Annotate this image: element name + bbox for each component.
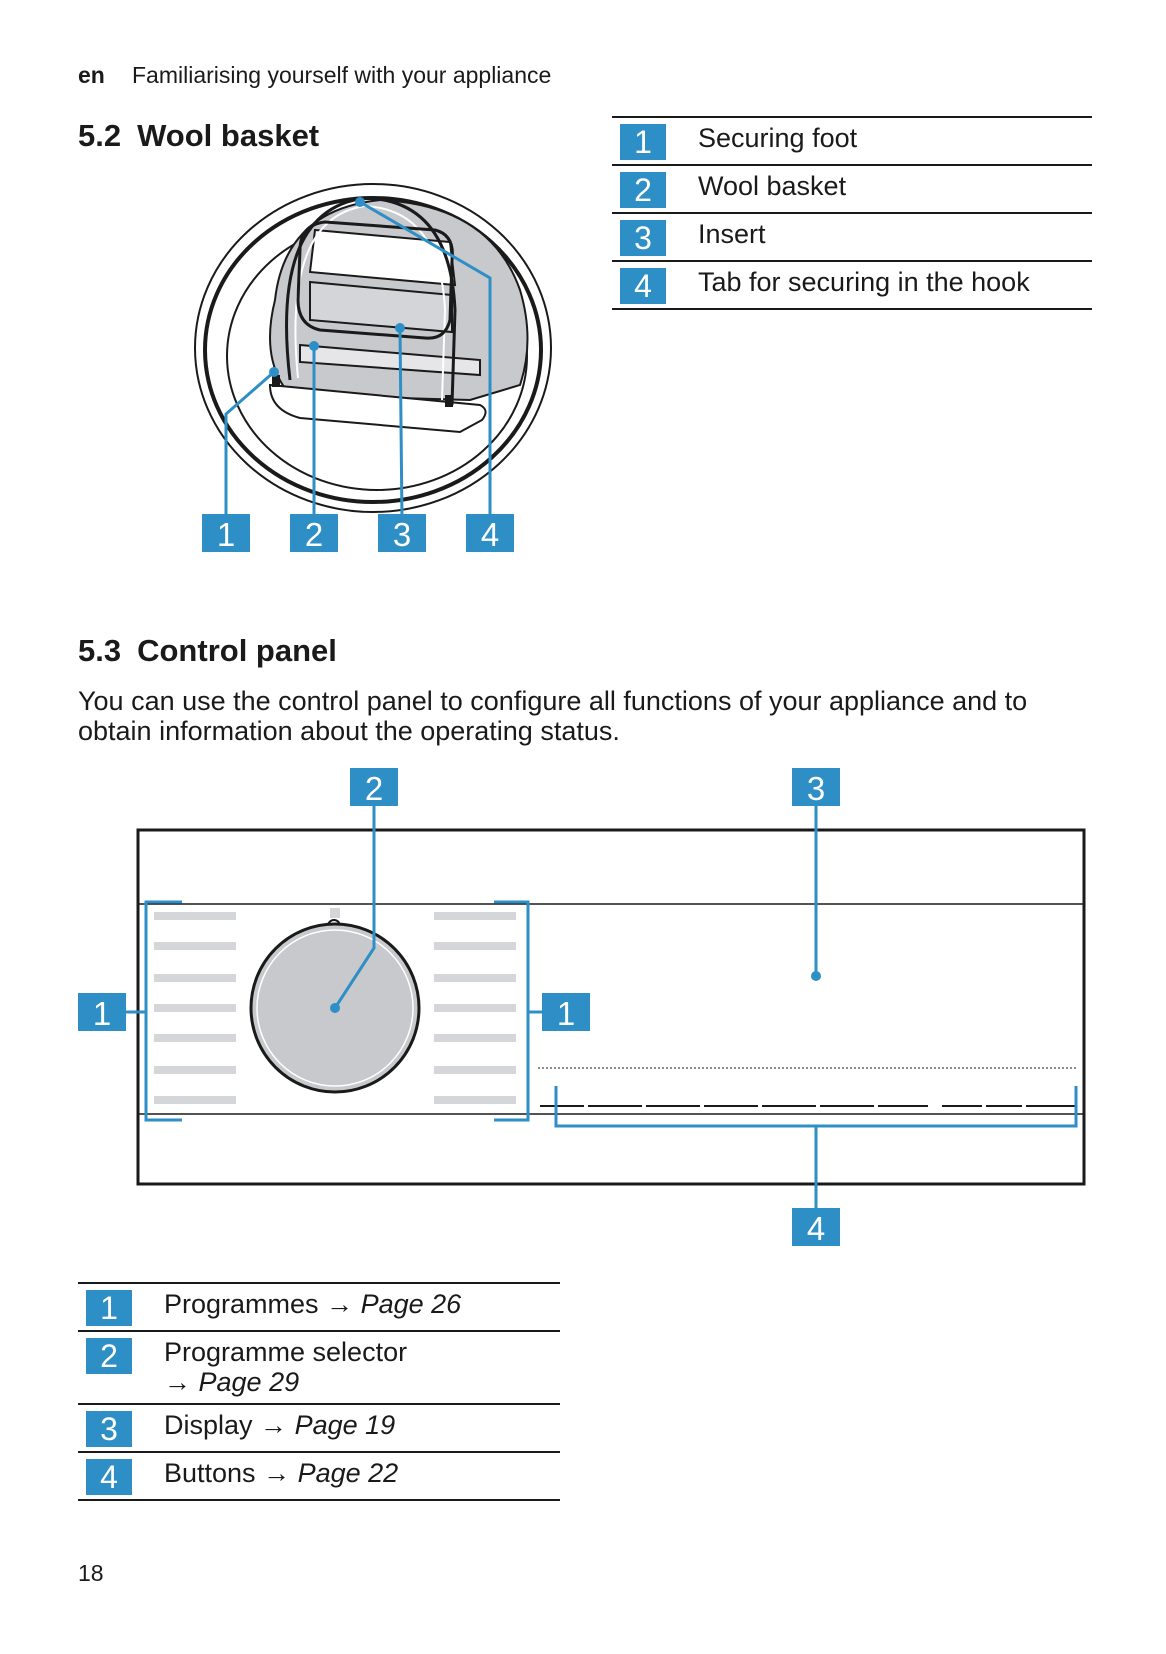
legend-row: 2 Programme selector → Page 29: [78, 1331, 560, 1405]
legend-row: 4 Buttons → Page 22: [78, 1452, 560, 1501]
control-panel-intro: You can use the control panel to configu…: [78, 686, 1028, 746]
legend-number-badge: 4: [86, 1459, 132, 1495]
control-callout-selector: 2: [350, 768, 398, 807]
control-callout-display: 3: [792, 768, 840, 807]
control-callout-programmes-left: 1: [78, 993, 126, 1032]
legend-row: 1 Programmes → Page 26: [78, 1282, 560, 1332]
legend-text: Display → Page 19: [164, 1404, 560, 1453]
legend-text: Insert: [698, 213, 1092, 262]
legend-number-badge: 2: [86, 1338, 132, 1374]
wool-basket-illustration: 1 2 3 4: [194, 183, 552, 553]
page-reference-link[interactable]: Page 26: [360, 1289, 462, 1319]
legend-row: 4 Tab for securing in the hook: [612, 261, 1092, 310]
control-callout-programmes-left-label: 1: [93, 995, 111, 1032]
control-callout-buttons: 4: [792, 1208, 840, 1247]
arrow-icon: →: [326, 1289, 354, 1319]
control-callout-display-label: 3: [807, 770, 825, 807]
wool-callout-1-label: 1: [217, 516, 235, 553]
page-reference-link[interactable]: Page 19: [294, 1410, 396, 1440]
legend-label: Programme selector: [164, 1337, 408, 1367]
legend-text: Wool basket: [698, 165, 1092, 214]
wool-callout-2: 2: [290, 514, 338, 553]
page-reference-link[interactable]: Page 22: [297, 1458, 399, 1488]
legend-row: 3 Insert: [612, 213, 1092, 262]
section-title: Control panel: [137, 633, 337, 668]
legend-row: 1 Securing foot: [612, 116, 1092, 166]
legend-row: 3 Display → Page 19: [78, 1404, 560, 1453]
wool-callout-3: 3: [378, 514, 426, 553]
section-heading-control-panel: 5.3 Control panel: [78, 633, 337, 669]
section-title: Wool basket: [137, 118, 320, 153]
legend-text: Tab for securing in the hook: [698, 261, 1092, 310]
legend-number-badge: 1: [86, 1290, 132, 1326]
page-reference-link[interactable]: Page 29: [198, 1367, 300, 1397]
legend-number-badge: 2: [620, 172, 666, 208]
arrow-icon: →: [260, 1410, 288, 1440]
legend-label: Programmes: [164, 1289, 319, 1319]
wool-callout-3-label: 3: [393, 516, 411, 553]
legend-text: Programme selector → Page 29: [164, 1331, 560, 1405]
wool-callout-2-label: 2: [305, 516, 323, 553]
legend-number-badge: 3: [86, 1411, 132, 1447]
control-callout-programmes-right: 1: [542, 993, 590, 1032]
control-panel-legend: 1 Programmes → Page 26 2 Programme selec…: [78, 1282, 560, 1501]
legend-label: Display: [164, 1410, 253, 1440]
control-callout-programmes-right-label: 1: [557, 995, 575, 1032]
page-number: 18: [78, 1560, 104, 1586]
legend-text: Buttons → Page 22: [164, 1452, 560, 1501]
legend-label: Buttons: [164, 1458, 256, 1488]
wool-callout-4-label: 4: [481, 516, 499, 553]
wool-basket-legend: 1 Securing foot 2 Wool basket 3 Insert 4…: [612, 116, 1092, 310]
legend-number-badge: 3: [620, 220, 666, 256]
section-heading-wool-basket: 5.2 Wool basket: [78, 118, 319, 154]
control-callout-buttons-label: 4: [807, 1210, 825, 1247]
header-language: en: [78, 62, 105, 88]
arrow-icon: →: [263, 1458, 291, 1488]
header-chapter-title: Familiarising yourself with your applian…: [132, 62, 552, 88]
section-number: 5.2: [78, 118, 122, 153]
section-number: 5.3: [78, 633, 122, 668]
control-callout-selector-label: 2: [365, 770, 383, 807]
legend-row: 2 Wool basket: [612, 165, 1092, 214]
wool-callout-1: 1: [202, 514, 250, 553]
legend-text: Programmes → Page 26: [164, 1282, 560, 1332]
legend-text: Securing foot: [698, 116, 1092, 166]
control-panel-illustration: 1 1 2 3 4: [78, 768, 1086, 1247]
legend-number-badge: 4: [620, 268, 666, 304]
wool-callout-4: 4: [466, 514, 514, 553]
legend-number-badge: 1: [620, 124, 666, 160]
arrow-icon: →: [164, 1367, 191, 1397]
